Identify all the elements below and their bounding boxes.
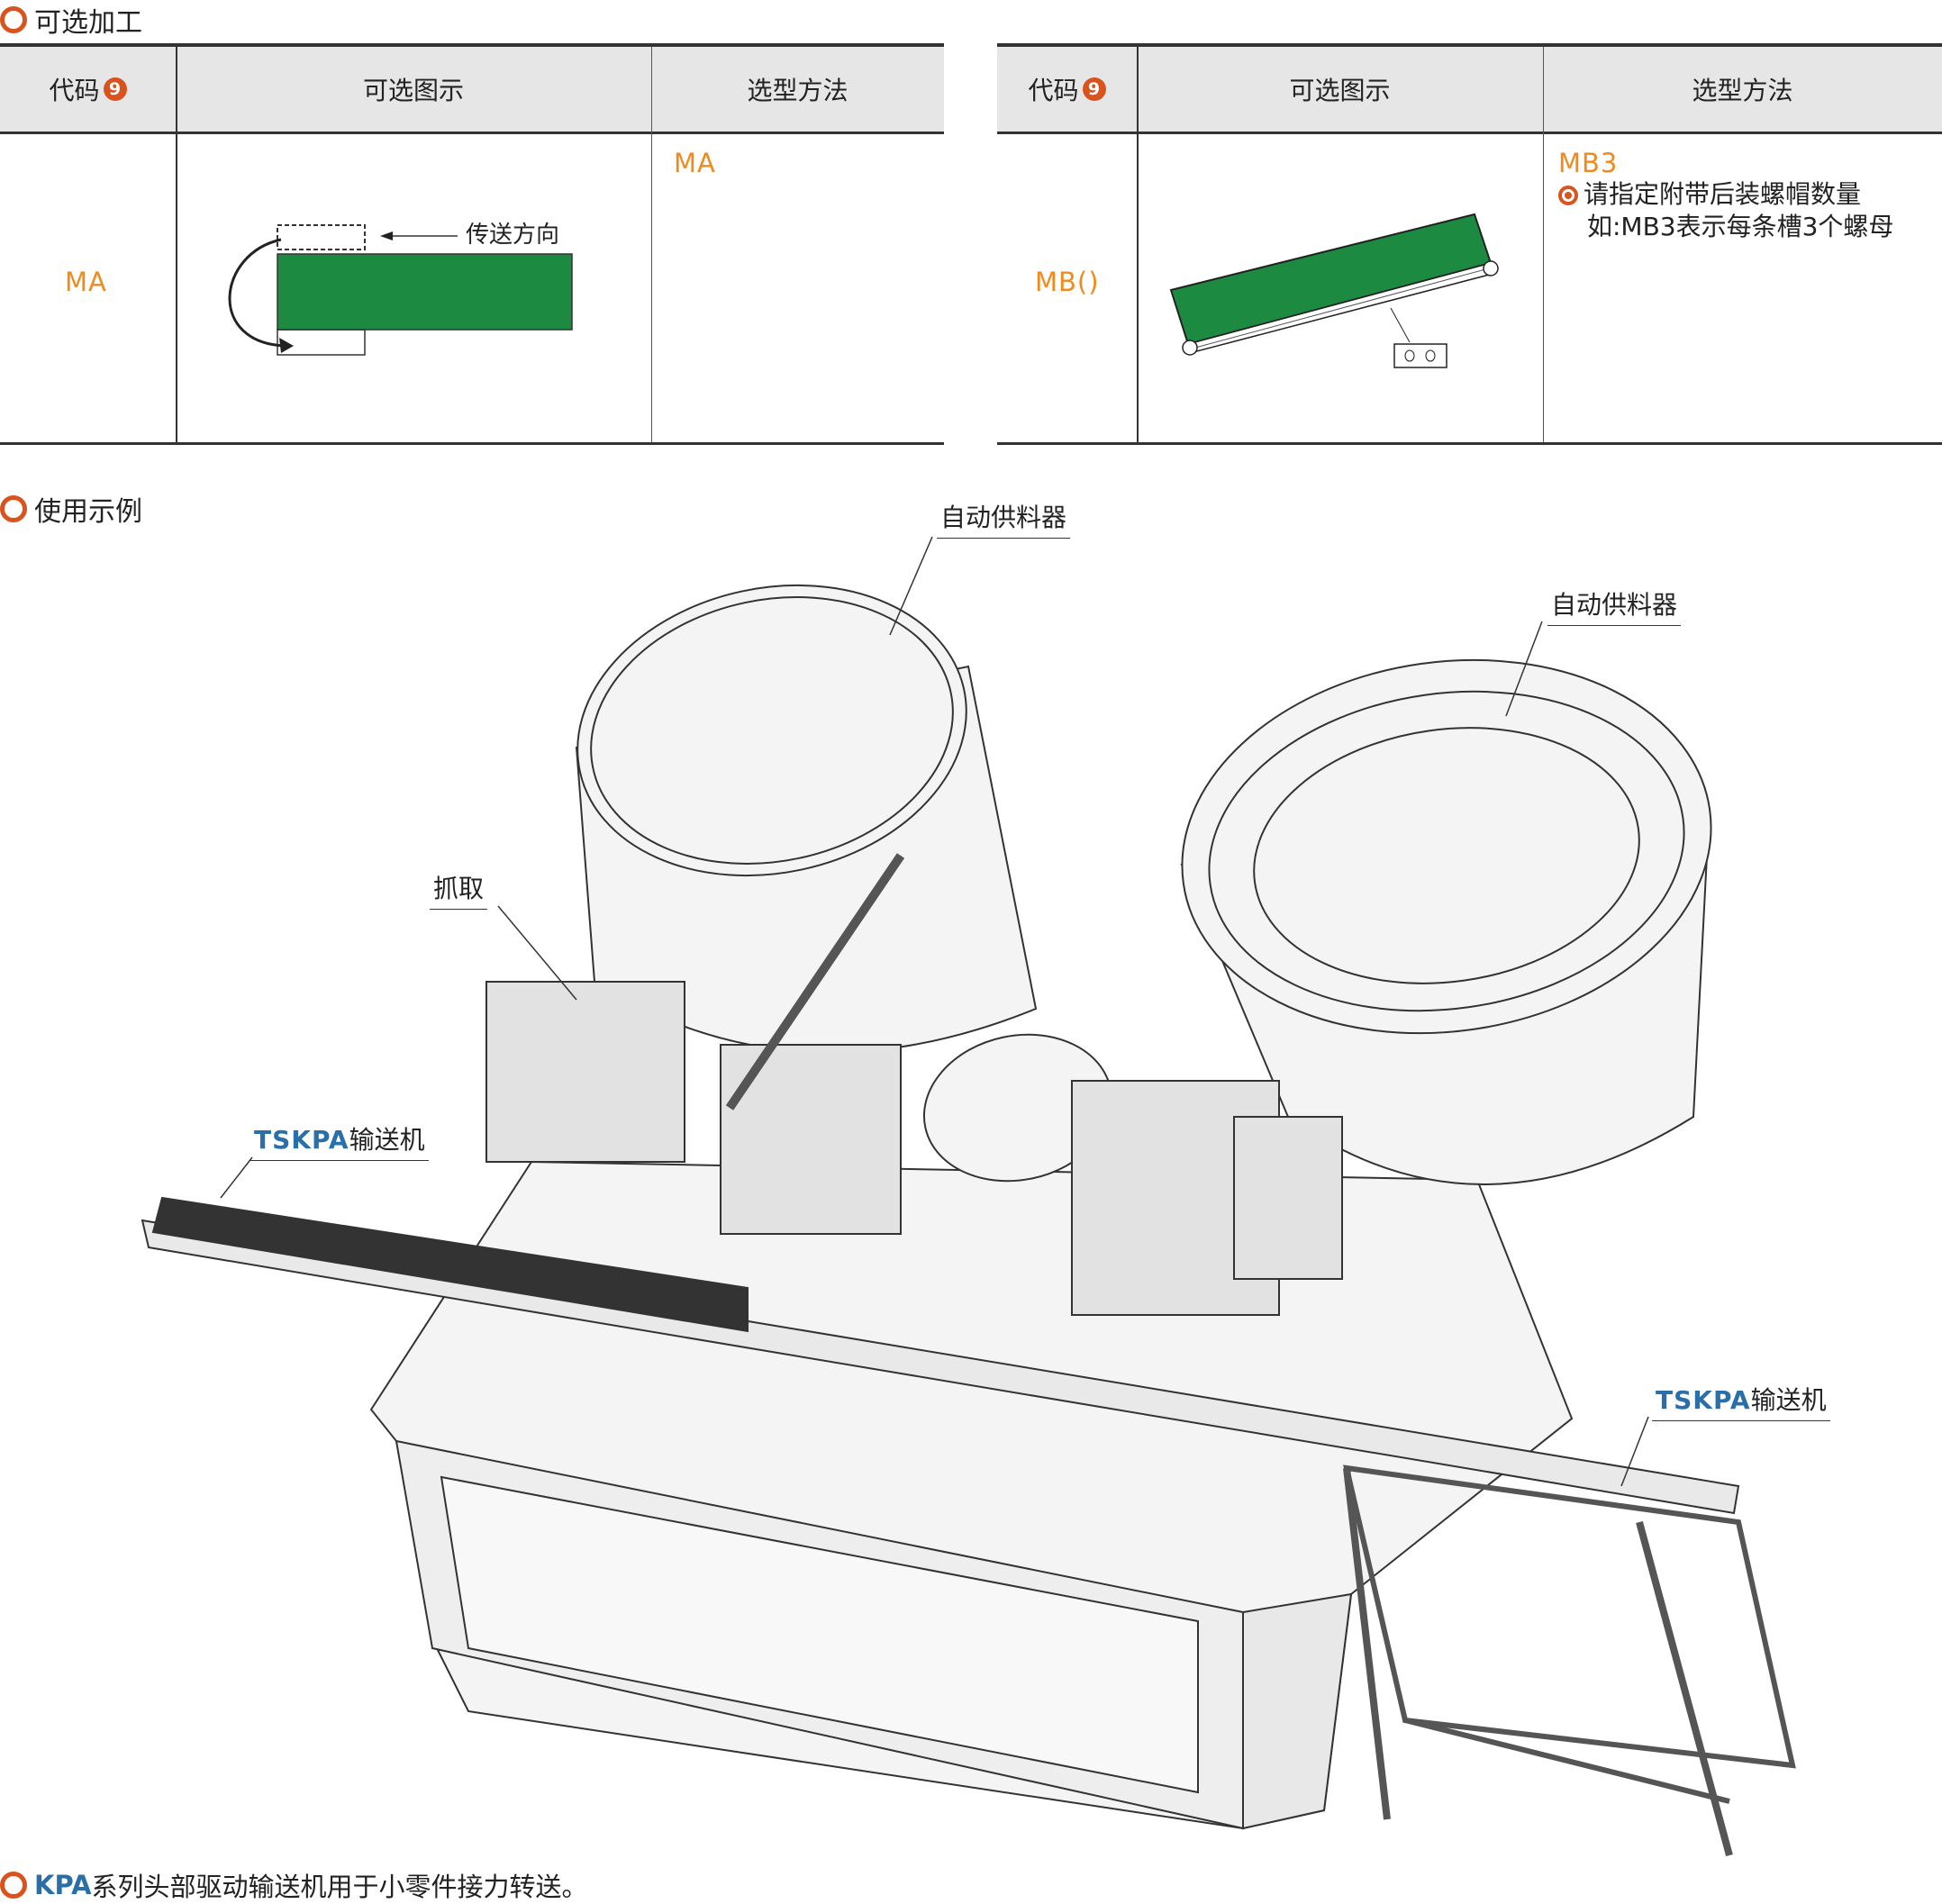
mb-diagram [1169,213,1499,368]
circle-bullet-icon [0,6,27,33]
badge-number: 9 [103,77,127,101]
label-feeder-1: 自动供料器 [937,498,1071,539]
method-code: MA [674,148,716,178]
option-code: MB() [1035,267,1100,297]
ma-diagram [228,224,573,356]
circle-bullet-icon [0,495,27,522]
section-title-optional: 可选加工 [0,0,142,40]
feeder-bowl-1 [575,665,1038,1054]
header-diagram: 可选图示 [1289,76,1391,105]
table-header [0,47,944,134]
target-bullet-icon [1558,186,1578,205]
label-feeder-2: 自动供料器 [1547,585,1682,626]
header-diagram: 可选图示 [362,76,464,105]
section-title-example: 使用示例 [0,489,142,529]
method-code: MB3 [1558,148,1619,178]
label-conveyor-2: TSKPA输送机 [1652,1381,1830,1421]
circle-bullet-icon [0,1872,27,1899]
direction-label: 传送方向 [466,222,560,249]
feeder-bowl-2 [1180,854,1709,1185]
method-note: 请指定附带后装螺帽数量 如:MB3表示每条槽3个螺母 [1558,178,1893,243]
header-method: 选型方法 [747,76,848,105]
badge-number: 9 [1082,77,1106,101]
label-pick: 抓取 [430,869,488,910]
machine-base [369,1160,1574,1830]
tskpa-conveyor [141,1219,1740,1515]
header-method: 选型方法 [1692,76,1793,105]
option-code: MA [65,267,107,297]
label-conveyor-1: TSKPA输送机 [250,1120,429,1161]
table-header [997,47,1942,134]
